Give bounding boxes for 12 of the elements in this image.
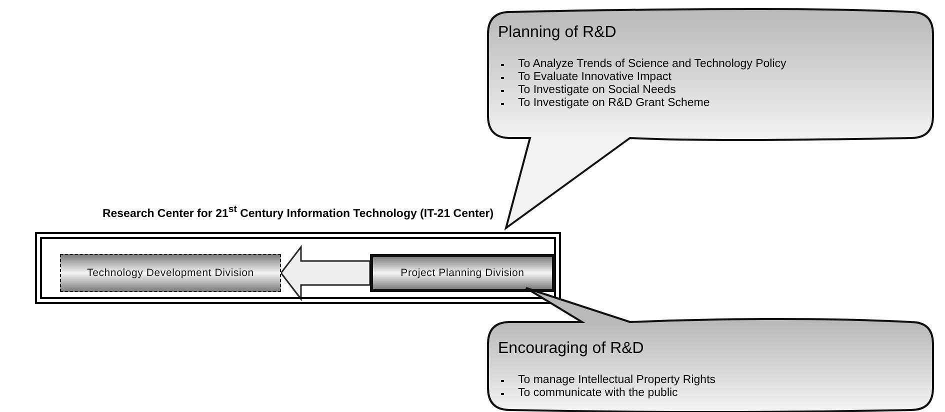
division-box: Technology Development Division [60,254,281,292]
bullet-item: To Investigate on R&D Grant Scheme [518,97,710,110]
block-arrow [280,244,371,302]
bubble-heading: Planning of R&D [498,24,616,42]
bullet-item: To communicate with the public [518,387,678,400]
bullet-item: To manage Intellectual Property Rights [518,374,716,387]
bullet-item: To Analyze Trends of Science and Technology Policy [518,58,786,71]
bubble-heading: Encouraging of R&D [498,340,644,358]
frame-title: Research Center for 21$^{st}$ Century Information Technology (IT-21 Center) [101,203,495,221]
bullet-item: To Evaluate Innovative Impact [518,71,672,84]
division-box: Project Planning Division [370,254,555,292]
bullet-item: To Investigate on Social Needs [518,84,676,97]
